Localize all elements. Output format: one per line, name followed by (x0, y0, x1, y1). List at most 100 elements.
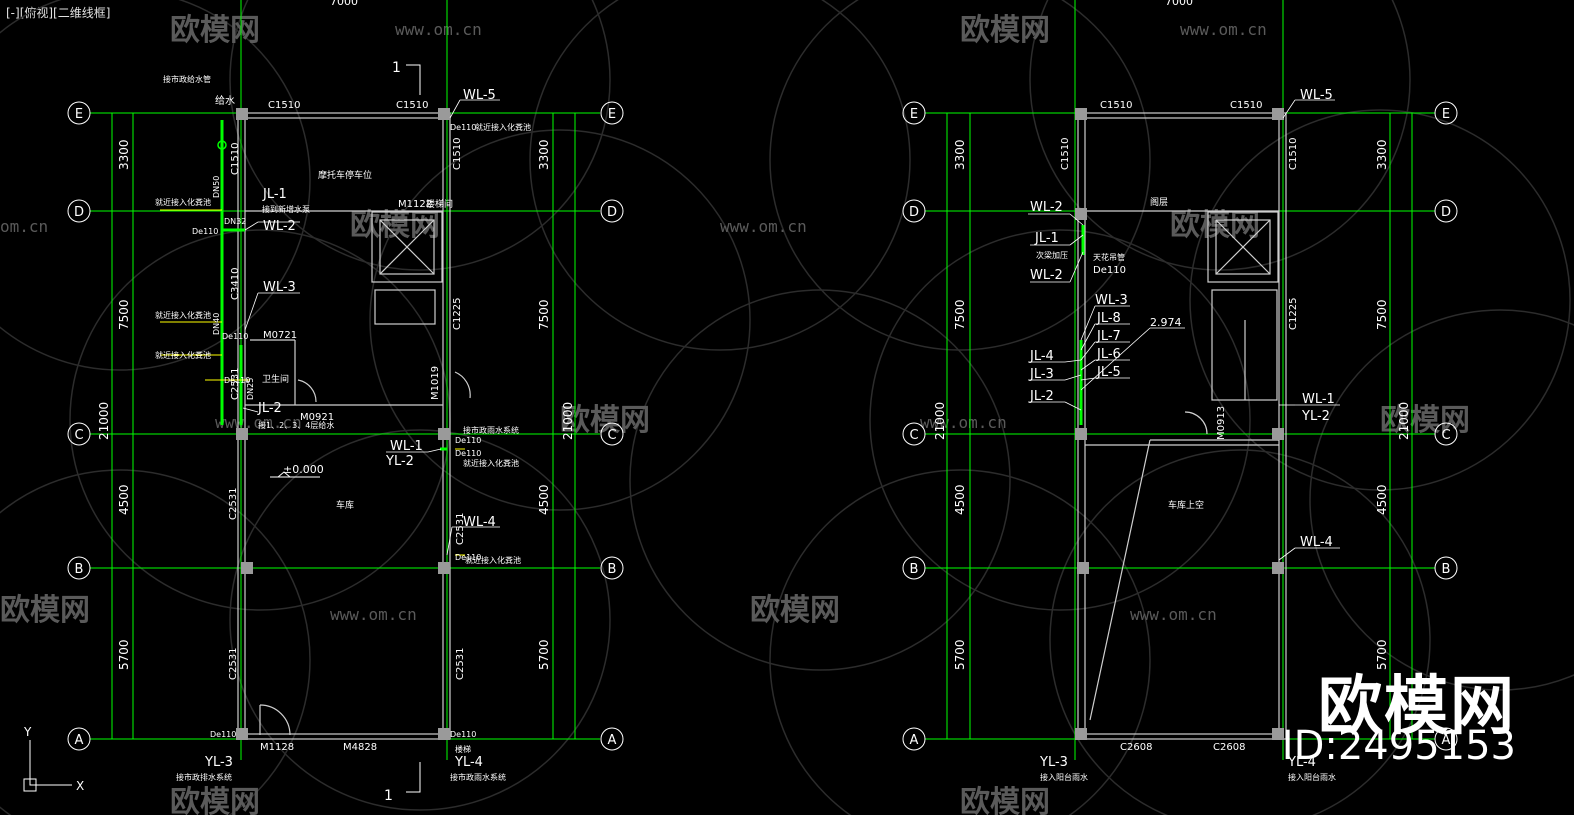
pipes-yellow-left (160, 209, 465, 556)
watermark-url: www.om.cn (1130, 605, 1217, 624)
pipe-label-jl2: JL-2 (257, 401, 282, 416)
window-label: C3410 (230, 268, 241, 300)
dim-5700-left-r: 5700 (537, 639, 551, 670)
pipe-label-jl5: JL-5 (1096, 365, 1121, 380)
watermark-url: www.om.cn (215, 413, 302, 432)
note-label: 接市政排水系统 (176, 772, 232, 782)
note-label: 接1、2、3、4层给水 (258, 420, 334, 430)
pipe-label-yl2: YL-2 (385, 454, 414, 469)
note-label: DN25 (246, 378, 255, 400)
grid-bubble-label: B (1442, 562, 1451, 577)
dim-7500-left-r: 7500 (537, 299, 551, 330)
window-label: C1510 (1288, 138, 1299, 170)
door-label: M1019 (430, 366, 441, 400)
pipe-label-yl2: YL-2 (1301, 409, 1330, 424)
columns-left (236, 108, 450, 740)
dim-7500-left: 7500 (117, 299, 131, 330)
note-label: De110 (455, 449, 481, 458)
grid-bubble-label: D (607, 205, 617, 220)
window-label: C1510 (1060, 138, 1071, 170)
door-label: M0721 (263, 330, 297, 341)
watermark-circle (529, 0, 911, 351)
watermark-url: www.om.cn (1180, 20, 1267, 39)
grid-bubble-label: A (75, 733, 84, 748)
window-label: C1510 (230, 143, 241, 175)
grid-bubble-label: B (75, 562, 84, 577)
watermark-circle (229, 429, 611, 811)
grid-bubble (1434, 199, 1458, 223)
grid-bubble-label: D (909, 205, 919, 220)
section-mark-top (406, 64, 421, 793)
dim-3300-left-r: 3300 (537, 139, 551, 170)
window-label: C1510 (1230, 100, 1262, 111)
grid-bubble (902, 422, 926, 446)
window-label: C1225 (1288, 298, 1299, 330)
grid-bubble-label: C (909, 428, 918, 443)
pipe-label-wl2: WL-2 (1030, 200, 1063, 215)
door-label: M1128 (260, 742, 294, 753)
note-label: 就近接入化粪池 (465, 555, 521, 565)
watermark-text: 欧模网 (350, 208, 440, 243)
dim-5700-right: 5700 (953, 639, 967, 670)
dim-total-width-right: 7000 (1165, 0, 1193, 8)
note-label: DN40 (212, 313, 221, 335)
grid-bubble (600, 422, 624, 446)
watermark-circle (0, 0, 311, 371)
dim-7500-right-r: 7500 (1375, 299, 1389, 330)
walls-right (1077, 112, 1287, 740)
note-label: De110 (192, 227, 218, 236)
watermark-text: 欧模网 (170, 785, 260, 815)
grid-bubble-label: C (74, 428, 83, 443)
room-label: 阁层 (1150, 196, 1168, 208)
grid-bubble (902, 556, 926, 580)
watermark-circle (369, 129, 751, 511)
room-label: 楼梯间 (426, 198, 453, 210)
watermark-circle (229, 0, 611, 271)
viewport-label[interactable]: [-][俯视][二维线框] (6, 6, 111, 20)
note-label: De110 (1093, 265, 1126, 276)
grid-bubble (1434, 101, 1458, 125)
pipe-label-yl4: YL-4 (454, 755, 483, 770)
dim-3300-right: 3300 (953, 139, 967, 170)
brand-id: ID:2495153 (1281, 723, 1516, 769)
note-label: 接市政给水管 (163, 74, 211, 84)
note-label: 就近接入化粪池 (155, 350, 211, 360)
grid-bubble-label: E (1442, 107, 1450, 122)
grid-bubble-label: A (608, 733, 617, 748)
note-label: De110 (455, 553, 481, 562)
grid-bubble-label: B (608, 562, 617, 577)
elevation-label-left: ±0.000 (283, 463, 324, 476)
note-label: DN50 (212, 176, 221, 198)
grid-bubble (67, 101, 91, 125)
dim-21000-right: 21000 (933, 402, 947, 440)
note-label: De110 (455, 436, 481, 445)
window-label: C2531 (228, 488, 239, 520)
watermark-text: 欧模网 (0, 593, 90, 628)
pipe-label-jl6: JL-6 (1096, 347, 1121, 362)
pipe-label-wl5: WL-5 (463, 88, 496, 103)
ucs-x-label: X (76, 779, 84, 793)
note-label: 就近接入化粪池 (155, 197, 211, 207)
brand-watermark: 欧模网 (1318, 670, 1516, 744)
watermark-text: 欧模网 (1380, 403, 1470, 438)
note-label: De110 (450, 730, 476, 739)
ucs-icon: Y X (23, 725, 84, 793)
window-label: C2531 (455, 513, 466, 545)
pipe-label-wl4: WL-4 (463, 515, 496, 530)
dim-21000-left-r: 21000 (561, 402, 575, 440)
note-label: 接市政雨水系统 (450, 772, 506, 782)
dim-4500-right-r: 4500 (1375, 484, 1389, 515)
grid-bubble-label: C (607, 428, 616, 443)
grid-bubble (902, 101, 926, 125)
pipe-label-jl2: JL-2 (1029, 389, 1054, 404)
watermark-text: 欧模网 (1170, 208, 1260, 243)
grid-bubble (1434, 422, 1458, 446)
dim-3300-right-r: 3300 (1375, 139, 1389, 170)
door-label: M0921 (300, 412, 334, 423)
grid-bubble-label: C (1441, 428, 1450, 443)
dim-4500-left: 4500 (117, 484, 131, 515)
pipe-label-yl3: YL-3 (1039, 755, 1068, 770)
columns-right (1075, 108, 1284, 740)
